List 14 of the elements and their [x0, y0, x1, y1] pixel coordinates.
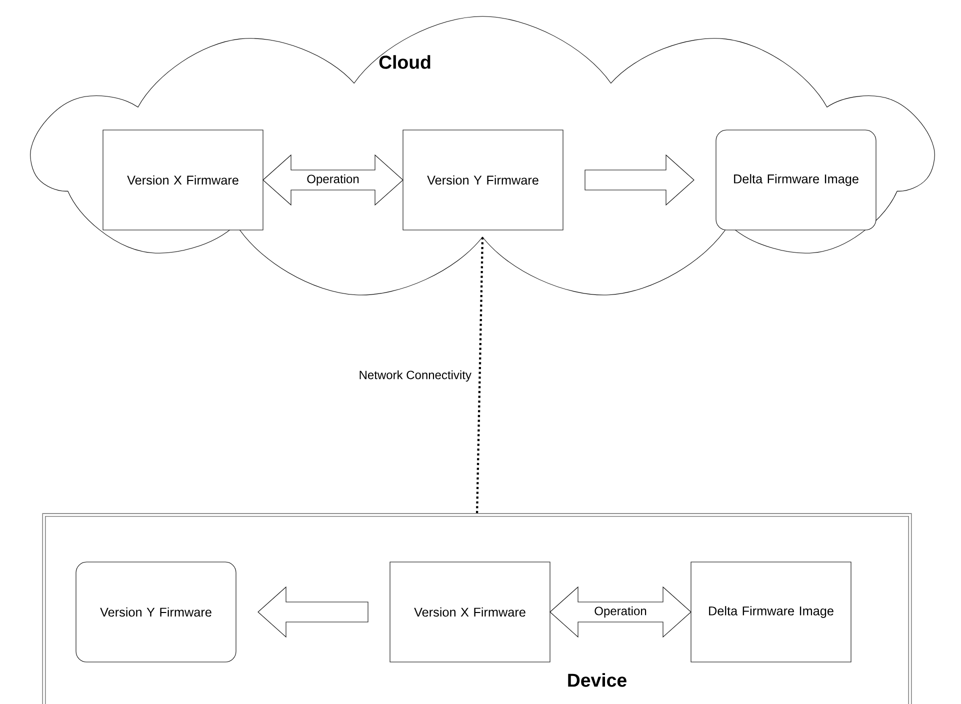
block-arrow [584, 154, 694, 206]
block-arrow [258, 586, 368, 638]
process-box: Version X Firmware [390, 562, 550, 662]
cloud-title: Cloud [379, 55, 430, 69]
edge-label: Network Connectivity [360, 370, 472, 382]
process-box: Version X Firmware [102, 130, 264, 230]
process-box: Delta Firmware Image [690, 562, 852, 662]
process-box: Version Y Firmware [402, 130, 564, 230]
rounded-box: Delta Firmware Image [716, 130, 876, 230]
edge-label: Operation [305, 173, 361, 187]
device-title: Device [568, 673, 626, 687]
rounded-box: Version Y Firmware [76, 562, 236, 662]
dotted-line [476, 237, 484, 515]
edge-label: Operation [592, 605, 648, 619]
